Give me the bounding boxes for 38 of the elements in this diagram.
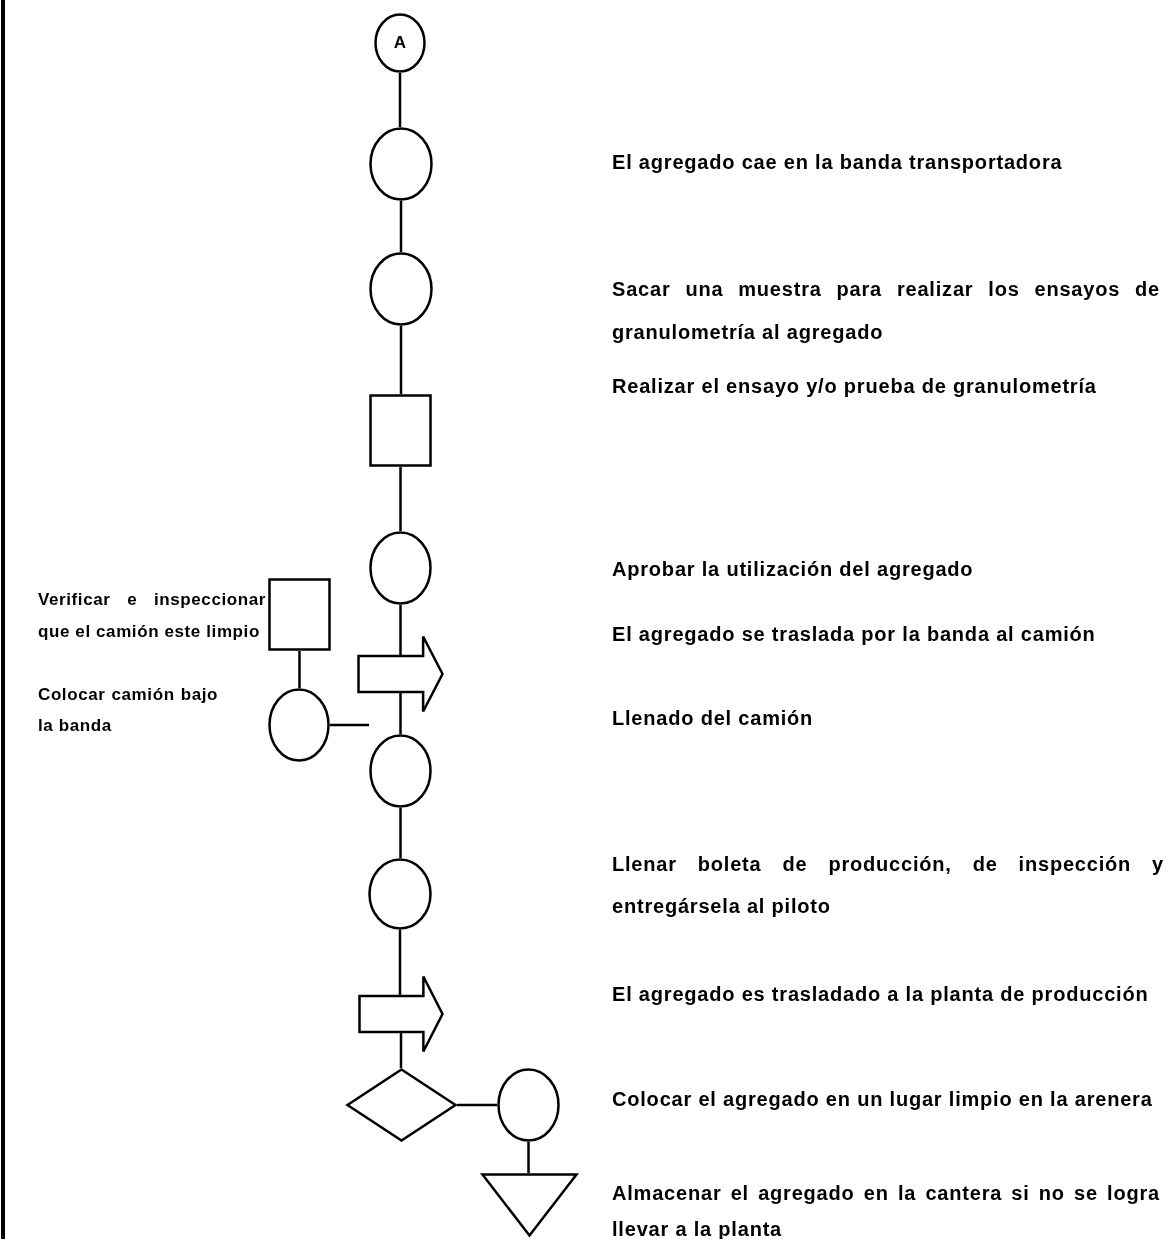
operation-circle bbox=[369, 252, 433, 326]
connector-line bbox=[399, 467, 402, 531]
step-description: Verificar e inspeccionar que el camión este limpio bbox=[38, 589, 266, 643]
inspection-square bbox=[268, 578, 331, 651]
inspection-square bbox=[369, 394, 432, 467]
step-description: Llenado del camión bbox=[612, 706, 815, 731]
connector-line bbox=[399, 808, 402, 858]
step-description: Colocar camión bajo la banda bbox=[38, 684, 218, 737]
operation-circle bbox=[369, 127, 433, 201]
step-description: Realizar el ensayo y/o prueba de granulometría bbox=[612, 374, 1098, 399]
connector-line bbox=[399, 201, 403, 252]
connector-circle bbox=[374, 13, 426, 73]
transport-symbol bbox=[357, 635, 444, 713]
connector-line bbox=[399, 1031, 403, 1068]
operation-circle bbox=[268, 688, 330, 762]
connector-line bbox=[399, 605, 402, 657]
step-description: El agregado cae en la banda transportadora bbox=[612, 150, 1064, 175]
connector-line bbox=[399, 691, 402, 734]
connector-line bbox=[527, 1142, 530, 1173]
operation-circle bbox=[369, 734, 432, 808]
operation-circle bbox=[497, 1068, 560, 1142]
connector-line bbox=[330, 723, 369, 727]
connector-line bbox=[298, 651, 301, 688]
transport-symbol bbox=[358, 975, 444, 1053]
connector-line bbox=[457, 1103, 497, 1107]
storage-triangle bbox=[481, 1173, 578, 1237]
connector-line bbox=[398, 930, 402, 997]
operation-circle bbox=[369, 531, 432, 605]
connector-letter: A bbox=[392, 33, 408, 53]
connector-line bbox=[399, 326, 403, 394]
operation-circle bbox=[368, 858, 432, 930]
step-description: Colocar el agregado en un lugar limpio en la arenera bbox=[612, 1087, 1154, 1112]
step-description: Sacar una muestra para realizar los ensayos de granulometría al agregado bbox=[612, 277, 1160, 345]
step-description: El agregado es trasladado a la planta de producción bbox=[612, 982, 1150, 1007]
step-description: El agregado se traslada por la banda al camión bbox=[612, 622, 1097, 647]
step-description: Aprobar la utilización del agregado bbox=[612, 557, 975, 582]
connector-line bbox=[398, 73, 402, 127]
diamond-symbol bbox=[346, 1068, 457, 1142]
